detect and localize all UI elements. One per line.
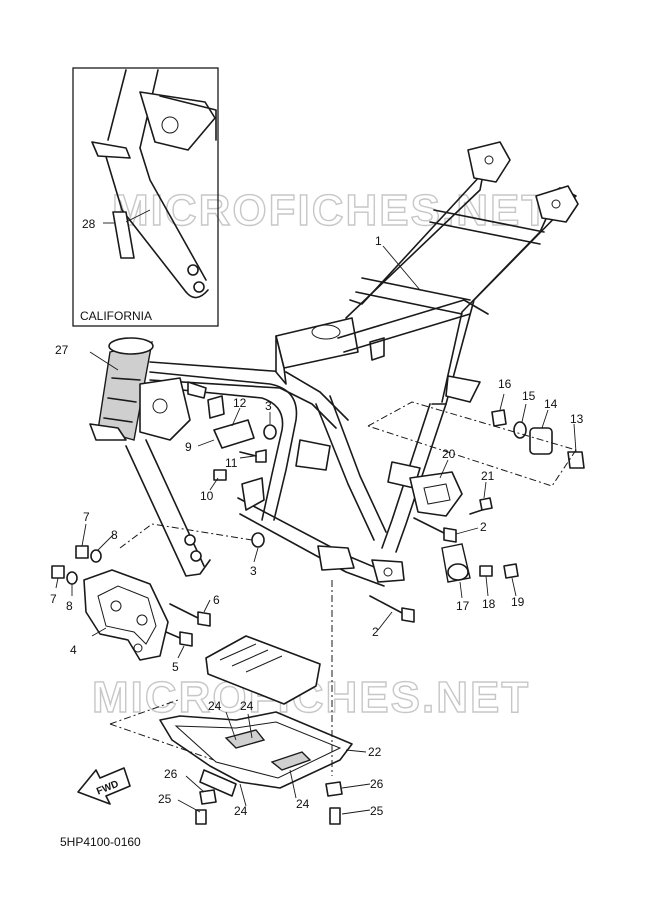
callout-24c: 24: [234, 804, 248, 818]
watermark-top: MICROFICHES.NET: [112, 186, 550, 235]
callout-2a: 2: [480, 520, 487, 534]
inset-caption: CALIFORNIA: [80, 309, 152, 323]
diagram-code: 5HP4100-0160: [60, 835, 141, 849]
callout-22: 22: [368, 745, 382, 759]
alignment-lines: [109, 401, 577, 776]
callout-27: 27: [55, 343, 69, 357]
callout-3b: 3: [250, 564, 257, 578]
callouts: 1 27 16 15 14 13 12 3 9 11 20 21 10 7 2 …: [50, 234, 584, 818]
callout-3a: 3: [265, 399, 272, 413]
callout-16: 16: [498, 377, 512, 391]
callout-17: 17: [456, 599, 470, 613]
skid-plate: [159, 635, 353, 797]
callout-1: 1: [375, 234, 382, 248]
callout-6: 6: [213, 593, 220, 607]
callout-24b: 24: [240, 699, 254, 713]
callout-21: 21: [481, 469, 495, 483]
callout-14: 14: [544, 397, 558, 411]
callout-26b: 26: [370, 777, 384, 791]
callout-24d: 24: [296, 797, 310, 811]
callout-5: 5: [172, 660, 179, 674]
callout-25b: 25: [370, 804, 384, 818]
callout-4: 4: [70, 643, 77, 657]
callout-13: 13: [570, 412, 584, 426]
callout-2b: 2: [372, 625, 379, 639]
hardware: [51, 409, 585, 825]
leader-lines: [55, 245, 577, 815]
callout-26a: 26: [164, 767, 178, 781]
callout-18: 18: [482, 597, 496, 611]
callout-25a: 25: [158, 792, 172, 806]
callout-9: 9: [185, 440, 192, 454]
callout-19: 19: [511, 595, 525, 609]
fwd-arrow-icon: FWD: [77, 767, 131, 805]
callout-28: 28: [82, 217, 96, 231]
california-inset: 28 CALIFORNIA: [72, 67, 219, 327]
callout-11: 11: [225, 456, 238, 470]
callout-20: 20: [442, 447, 456, 461]
callout-8a: 8: [111, 528, 118, 542]
callout-10: 10: [200, 489, 214, 503]
callout-24a: 24: [208, 699, 222, 713]
callout-7b: 7: [50, 592, 57, 606]
main-frame: [89, 141, 579, 587]
callout-7a: 7: [83, 510, 90, 524]
callout-12: 12: [233, 396, 247, 410]
engine-guard: [83, 569, 169, 661]
callout-15: 15: [522, 389, 536, 403]
callout-8b: 8: [66, 599, 73, 613]
